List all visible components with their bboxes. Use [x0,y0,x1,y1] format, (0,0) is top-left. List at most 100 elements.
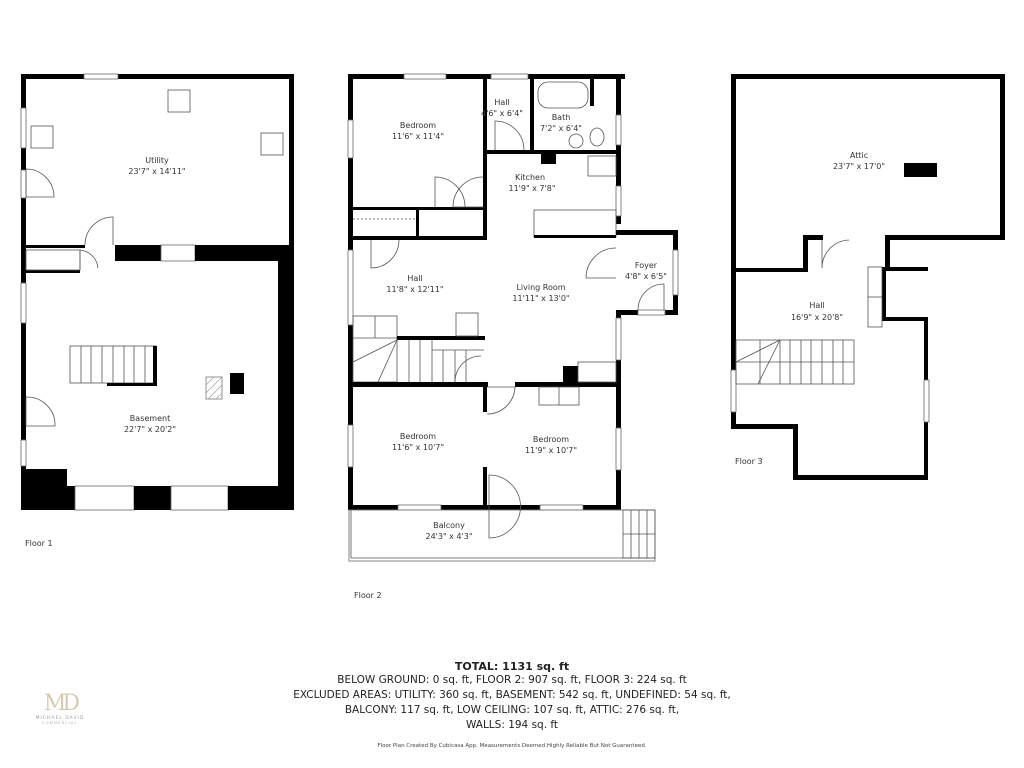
door [637,283,665,311]
wall [731,424,798,429]
balcony-steps [622,509,656,559]
wall [21,469,67,510]
door [84,216,114,246]
brand-logo: MD MICHAEL DAVID COMMERCIAL [30,691,90,726]
room-name: Bedroom [400,121,436,130]
room-dims: 4'6" x 6'4" [481,109,523,118]
wall [616,74,621,224]
floor-label: Floor 1 [25,539,53,548]
room-name: Attic [850,151,868,160]
wall [616,313,621,510]
room-name: Utility [145,156,169,165]
logo-subtitle: COMMERCIAL [42,721,78,725]
window [20,169,27,199]
wall [228,486,294,510]
wall [60,486,75,510]
wall [731,74,1005,79]
wall [885,235,1005,240]
wall [21,74,294,79]
room-dims: 7'2" x 6'4" [540,124,582,133]
wall [534,235,616,238]
wall [483,467,487,510]
wall [541,150,556,164]
door [585,247,617,279]
window [160,244,196,262]
room-name: Hall [494,98,509,107]
door [434,176,466,208]
window [397,504,442,511]
room-dims: 11'8" x 12'11" [386,285,443,294]
attic-vent [904,163,937,177]
wall [731,74,736,428]
room-name: Bath [552,113,571,122]
window [490,73,529,80]
door [452,176,484,208]
room-dims: 4'8" x 6'5" [625,272,667,281]
wall [21,245,85,248]
wall [348,382,488,387]
window [672,249,679,296]
window [20,439,27,467]
wall [278,261,294,510]
door [494,120,525,151]
floor-3: Attic 23'7" x 17'0" Hall 16'9" x 20'8" F… [730,74,1005,480]
wall [515,382,621,387]
room-dims: 22'7" x 20'2" [124,425,176,434]
summary-line-2: EXCLUDED AREAS: UTILITY: 360 sq. ft, BAS… [293,689,731,701]
stairs [352,315,485,383]
window [170,485,229,511]
room-dims: 11'11" x 13'0" [512,294,569,303]
window [923,379,930,423]
wall [195,245,294,261]
room-name: Hall [809,301,824,310]
room-name: Living Room [516,283,565,292]
counter [577,361,617,383]
fixture [455,312,479,337]
room-name: Balcony [433,521,465,530]
logo-mark: MD [43,691,80,716]
wall [530,74,534,154]
stairs [735,339,855,385]
room-dims: 11'6" x 11'4" [392,132,444,141]
floor-1: Utility 23'7" x 14'11" Basement 22'7" x … [20,73,294,548]
bathtub [537,81,589,109]
stove [587,155,617,177]
window [615,317,622,361]
window [615,427,622,471]
floor-2: Bedroom 11'6" x 11'4" Hall 4'6" x 6'4" B… [347,73,679,600]
door [370,239,400,269]
logo-name: MICHAEL DAVID [35,716,85,721]
fixture [260,132,284,156]
closet [25,249,81,271]
window [539,504,584,511]
fixture [167,89,191,113]
window [615,185,622,217]
summary-line-1: BELOW GROUND: 0 sq. ft, FLOOR 2: 907 sq.… [337,674,687,686]
wall [115,245,161,261]
window [403,73,447,80]
door [79,249,99,270]
fixture [30,125,54,149]
room-name: Foyer [635,261,658,270]
window [615,114,622,146]
window [730,369,737,413]
stairs [69,345,157,386]
window [83,73,119,80]
counter [533,209,617,238]
wall [803,235,808,272]
wall [134,486,171,510]
wall [885,235,890,271]
room-dims: 11'9" x 10'7" [525,446,577,455]
summary-line-3: BALCONY: 117 sq. ft, LOW CEILING: 107 sq… [344,704,680,716]
room-name: Basement [130,414,170,423]
room-name: Hall [407,274,422,283]
wall [21,270,80,273]
window [347,424,354,468]
room-dims: 23'7" x 17'0" [833,162,885,171]
window [637,309,666,316]
window [347,249,354,326]
door [25,396,56,427]
summary-line-4: WALLS: 194 sq. ft [465,719,559,731]
wall [483,382,487,412]
